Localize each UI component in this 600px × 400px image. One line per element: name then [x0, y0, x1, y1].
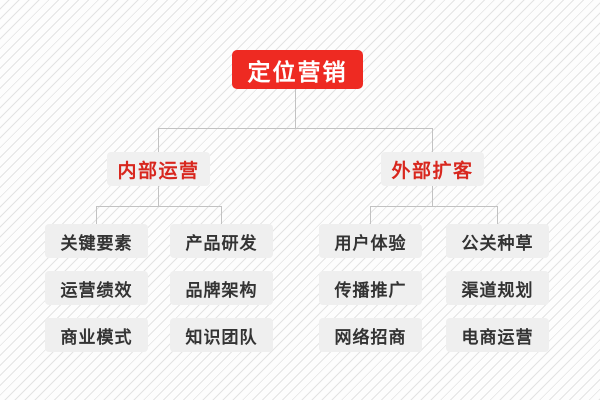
connector-root-drop-left	[158, 128, 159, 153]
node-leaf-col1-row1[interactable]: 关键要素	[45, 224, 148, 258]
connector-internal-drop-col2	[221, 206, 222, 224]
connector-root-stem	[295, 89, 296, 128]
node-leaf-col3-row3[interactable]: 网络招商	[319, 318, 422, 352]
node-leaf-col1-row2[interactable]: 运营绩效	[45, 271, 148, 305]
node-leaf-col1-row3[interactable]: 商业模式	[45, 318, 148, 352]
connector-internal-drop-col1	[96, 206, 97, 224]
node-branch-external[interactable]: 外部扩客	[381, 152, 484, 186]
node-leaf-col4-row1[interactable]: 公关种草	[446, 224, 549, 258]
connector-external-stem	[432, 186, 433, 206]
node-branch-internal[interactable]: 内部运营	[107, 152, 210, 186]
connector-root-bar	[158, 128, 433, 129]
connector-external-bar	[370, 206, 498, 207]
node-leaf-col3-row2[interactable]: 传播推广	[319, 271, 422, 305]
connector-external-drop-col3	[370, 206, 371, 224]
node-leaf-col2-row2[interactable]: 品牌架构	[170, 271, 273, 305]
node-leaf-col2-row1[interactable]: 产品研发	[170, 224, 273, 258]
node-root[interactable]: 定位营销	[232, 50, 363, 89]
node-leaf-col2-row3[interactable]: 知识团队	[170, 318, 273, 352]
node-leaf-col4-row3[interactable]: 电商运营	[446, 318, 549, 352]
node-leaf-col4-row2[interactable]: 渠道规划	[446, 271, 549, 305]
connector-external-drop-col4	[497, 206, 498, 224]
connector-root-drop-right	[432, 128, 433, 153]
connector-internal-stem	[158, 186, 159, 206]
connector-internal-bar	[96, 206, 222, 207]
node-leaf-col3-row1[interactable]: 用户体验	[319, 224, 422, 258]
